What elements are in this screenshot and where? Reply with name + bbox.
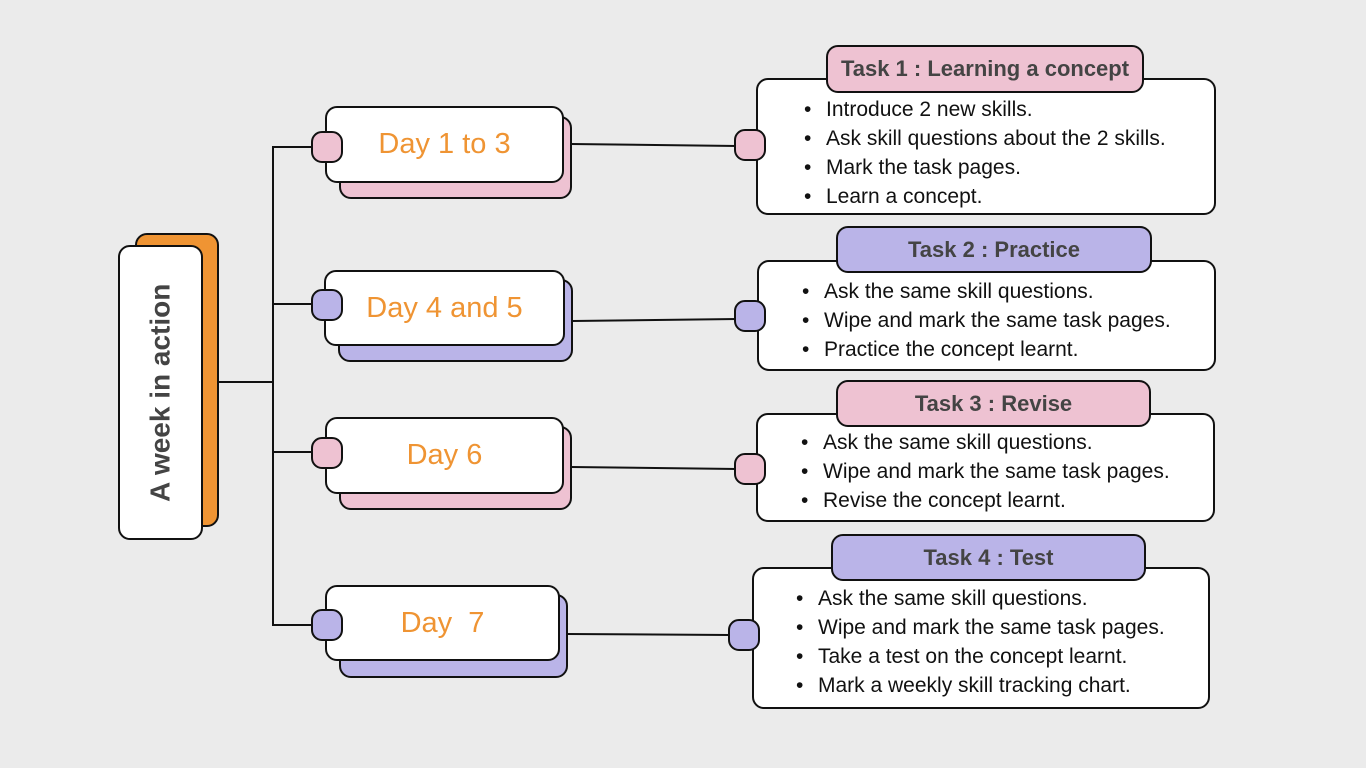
day-2-node: Day 4 and 5 <box>324 270 565 346</box>
task-4-title: Task 4 : Test <box>831 534 1146 581</box>
day-4-label: Day 7 <box>400 606 485 639</box>
task-4-list: Ask the same skill questions. Wipe and m… <box>754 584 1208 700</box>
task-3-item: Revise the concept learnt. <box>801 486 1213 515</box>
task-2-item: Wipe and mark the same task pages. <box>802 306 1214 335</box>
task-1-card: Introduce 2 new skills. Ask skill questi… <box>756 78 1216 215</box>
day-4-knob <box>311 609 343 641</box>
task-1-item: Introduce 2 new skills. <box>804 95 1214 124</box>
task-3-list: Ask the same skill questions. Wipe and m… <box>758 428 1213 515</box>
day-1-node: Day 1 to 3 <box>325 106 564 183</box>
connector-day-1 <box>272 146 314 148</box>
task-1-knob <box>734 129 766 161</box>
task-2-title-text: Task 2 : Practice <box>907 236 1081 262</box>
connector-day-3 <box>272 451 314 453</box>
task-2-item: Ask the same skill questions. <box>802 277 1214 306</box>
link-3 <box>570 466 738 470</box>
task-1-item: Learn a concept. <box>804 182 1214 211</box>
connector-day-2 <box>272 303 314 305</box>
connector-root <box>219 381 273 383</box>
task-1-list: Introduce 2 new skills. Ask skill questi… <box>758 95 1214 211</box>
task-4-item: Wipe and mark the same task pages. <box>796 613 1208 642</box>
task-2-title: Task 2 : Practice <box>836 226 1152 273</box>
task-1-title-text: Task 1 : Learning a concept <box>840 56 1130 81</box>
day-3-knob <box>311 437 343 469</box>
task-3-title-text: Task 3 : Revise <box>914 390 1073 416</box>
connector-day-4 <box>272 624 314 626</box>
day-2-knob <box>311 289 343 321</box>
task-3-knob <box>734 453 766 485</box>
day-2-label: Day 4 and 5 <box>366 291 523 324</box>
task-1-item: Ask skill questions about the 2 skills. <box>804 124 1214 153</box>
task-3-item: Ask the same skill questions. <box>801 428 1213 457</box>
day-3-node: Day 6 <box>325 417 564 494</box>
task-4-title-text: Task 4 : Test <box>923 544 1054 570</box>
day-1-knob <box>311 131 343 163</box>
link-1 <box>570 143 738 147</box>
day-3-label: Day 6 <box>406 439 483 471</box>
task-4-item: Take a test on the concept learnt. <box>796 642 1208 671</box>
task-4-item: Ask the same skill questions. <box>796 584 1208 613</box>
task-1-title: Task 1 : Learning a concept <box>826 45 1144 93</box>
link-4 <box>566 633 731 636</box>
connector-trunk <box>272 146 274 626</box>
task-3-card: Ask the same skill questions. Wipe and m… <box>756 413 1215 522</box>
task-3-item: Wipe and mark the same task pages. <box>801 457 1213 486</box>
task-2-item: Practice the concept learnt. <box>802 335 1214 364</box>
task-4-card: Ask the same skill questions. Wipe and m… <box>752 567 1210 709</box>
task-3-title: Task 3 : Revise <box>836 380 1151 427</box>
day-4-node: Day 7 <box>325 585 560 661</box>
task-1-item: Mark the task pages. <box>804 153 1214 182</box>
task-4-item: Mark a weekly skill tracking chart. <box>796 671 1208 700</box>
task-2-knob <box>734 300 766 332</box>
link-2 <box>572 318 738 322</box>
task-2-card: Ask the same skill questions. Wipe and m… <box>757 260 1216 371</box>
task-4-knob <box>728 619 760 651</box>
day-1-label: Day 1 to 3 <box>378 128 511 160</box>
task-2-list: Ask the same skill questions. Wipe and m… <box>759 277 1214 364</box>
